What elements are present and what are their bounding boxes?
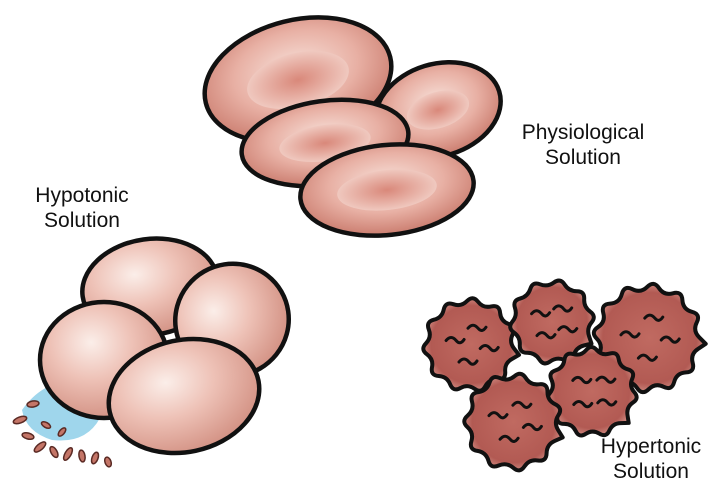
- hypertonic-label-line2: Solution: [584, 459, 718, 484]
- hypotonic-label-line2: Solution: [24, 208, 140, 233]
- physiological-label-line2: Solution: [508, 145, 658, 170]
- physiological-label-line1: Physiological: [508, 120, 658, 145]
- crenated-cell: [510, 281, 594, 364]
- hypotonic-label-line1: Hypotonic: [24, 183, 140, 208]
- hypertonic-solution-label: Hypertonic Solution: [584, 434, 718, 484]
- crenated-cell: [423, 298, 519, 391]
- swollen-red-blood-cells: [12, 230, 309, 468]
- normal-red-blood-cells: [191, 0, 512, 244]
- hypotonic-solution-label: Hypotonic Solution: [24, 183, 140, 233]
- physiological-solution-label: Physiological Solution: [508, 120, 658, 170]
- hypertonic-label-line1: Hypertonic: [584, 434, 718, 459]
